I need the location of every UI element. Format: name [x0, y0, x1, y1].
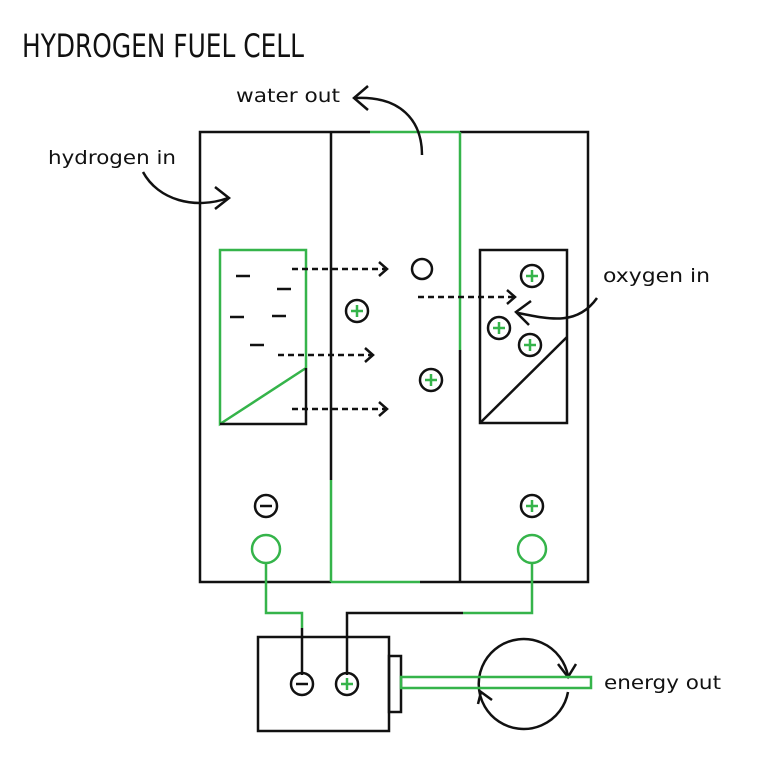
energy-out-label: energy out — [604, 672, 721, 694]
anode-electrode — [218, 248, 308, 427]
water-out-label: water out — [236, 85, 340, 107]
cell-positive-terminal-icon — [519, 493, 545, 519]
wiring — [250, 533, 548, 675]
minus-sign-icon — [230, 274, 291, 347]
arrow-icon — [141, 85, 599, 326]
diagram-title: HYDROGEN FUEL CELL — [22, 27, 304, 65]
electron-icon — [410, 257, 434, 281]
cell-negative-terminal-icon — [253, 493, 279, 519]
plus-ion-icon — [344, 263, 545, 393]
oxygen-in-label: oxygen in — [603, 265, 710, 287]
energy-shaft — [399, 675, 593, 690]
rotation-arrow-icon — [476, 637, 578, 731]
battery-box — [256, 635, 403, 733]
cathode-electrode — [478, 248, 569, 425]
hydrogen-in-label: hydrogen in — [48, 147, 176, 169]
dashed-arrows — [278, 261, 517, 417]
